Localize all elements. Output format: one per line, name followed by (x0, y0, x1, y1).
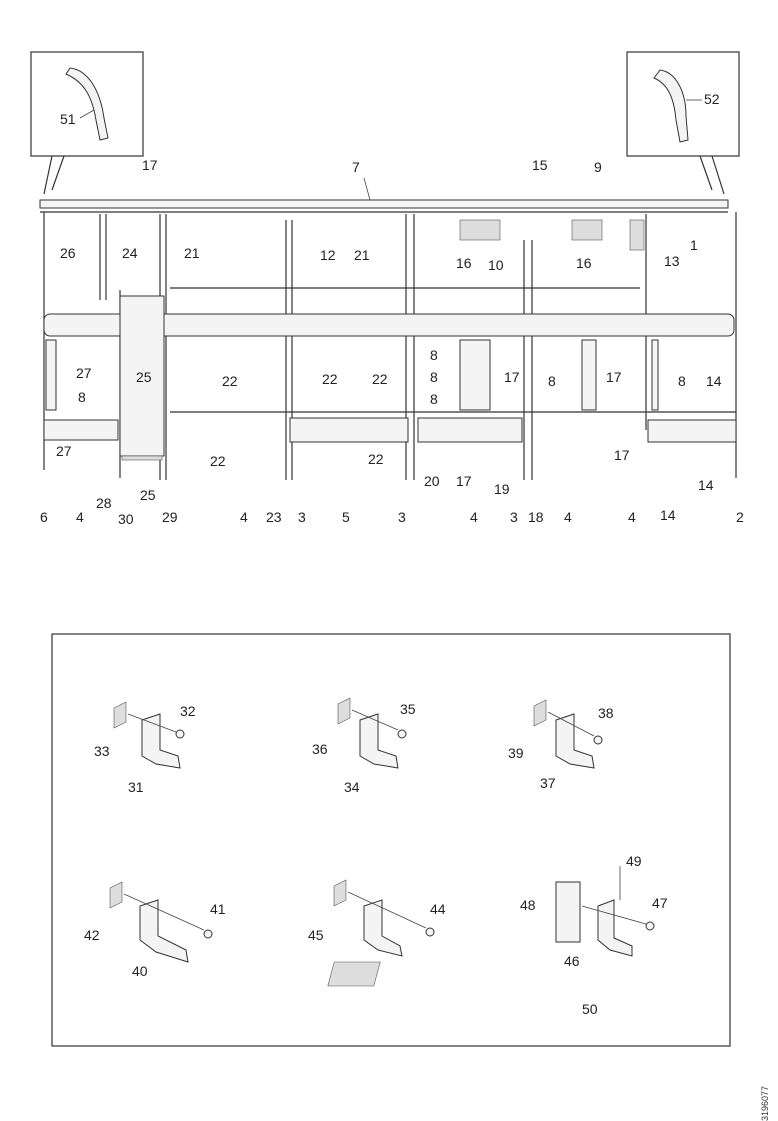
label-49: 49 (626, 853, 642, 869)
inset-box-right: 52 (626, 51, 740, 195)
label-51: 51 (60, 111, 76, 127)
label-11: 17 (142, 157, 158, 173)
label-40: 40 (132, 963, 148, 979)
bracket-kit: 33 32 31 (94, 701, 196, 795)
label-29: 29 (162, 509, 178, 525)
label-33: 33 (94, 743, 110, 759)
bracket-kit: 42 41 40 (84, 881, 226, 979)
corner-trim-part (653, 69, 689, 143)
label-16b: 16 (576, 255, 592, 271)
label-2: 2 (736, 509, 744, 525)
label-9: 9 (594, 159, 602, 175)
label-25: 25 (136, 369, 152, 385)
label-6: 6 (40, 509, 48, 525)
label-16: 16 (456, 255, 472, 271)
bracket-kit: 48 49 47 46 50 (327, 853, 668, 1017)
label-14: 14 (706, 373, 722, 389)
label-8e: 8 (678, 373, 686, 389)
label-19: 19 (494, 481, 510, 497)
label-38: 38 (598, 705, 614, 721)
label-7: 7 (352, 159, 360, 175)
label-17: 17 (504, 369, 520, 385)
label-14b: 14 (660, 507, 676, 523)
label-20: 20 (424, 473, 440, 489)
label-27: 27 (76, 365, 92, 381)
label-8d: 8 (548, 373, 556, 389)
label-46: 46 (564, 953, 580, 969)
label-42: 42 (84, 927, 100, 943)
label-5: 5 (342, 509, 350, 525)
label-8b: 8 (430, 369, 438, 385)
label-35: 35 (400, 701, 416, 717)
label-12: 12 (320, 247, 336, 263)
bracket-kit: 45 44 43 (308, 879, 446, 975)
main-callout-labels: 17 15 9 1 26 24 21 12 21 16 10 16 13 27 … (40, 157, 744, 527)
label-4b: 4 (240, 509, 248, 525)
label-22e: 22 (368, 451, 384, 467)
label-24: 24 (122, 245, 138, 261)
hardware-kits-panel: 33 32 31 36 35 34 39 38 37 (51, 633, 731, 1047)
label-15: 15 (532, 157, 548, 173)
bracket-kit: 39 38 37 (508, 699, 614, 791)
label-1: 1 (690, 237, 698, 253)
figure-reference-number: 3196077 (760, 1086, 770, 1121)
label-14c: 14 (698, 477, 714, 493)
label-22b: 22 (322, 371, 338, 387)
label-13: 13 (664, 253, 680, 269)
label-30: 30 (118, 511, 134, 527)
label-17b: 17 (606, 369, 622, 385)
label-27b: 27 (56, 443, 72, 459)
label-39: 39 (508, 745, 524, 761)
label-8: 8 (430, 347, 438, 363)
label-34: 34 (344, 779, 360, 795)
corner-trim-part (65, 67, 109, 141)
label-4: 4 (76, 509, 84, 525)
label-26: 26 (60, 245, 76, 261)
label-52: 52 (704, 91, 720, 107)
label-10: 10 (488, 257, 504, 273)
label-36: 36 (312, 741, 328, 757)
label-8f: 8 (78, 389, 86, 405)
label-23: 23 (266, 509, 282, 525)
label-3b: 3 (398, 509, 406, 525)
label-4c: 4 (470, 509, 478, 525)
inset-box-left: 51 (30, 51, 144, 195)
label-44: 44 (430, 901, 446, 917)
label-22: 22 (222, 373, 238, 389)
label-3c: 3 (510, 509, 518, 525)
label-28: 28 (96, 495, 112, 511)
label-41: 41 (210, 901, 226, 917)
label-47: 47 (652, 895, 668, 911)
label-17c: 17 (456, 473, 472, 489)
label-3: 3 (298, 509, 306, 525)
label-45: 45 (308, 927, 324, 943)
bracket-kit: 36 35 34 (312, 697, 416, 795)
label-25b: 25 (140, 487, 156, 503)
label-22c: 22 (372, 371, 388, 387)
label-37: 37 (540, 775, 556, 791)
label-22d: 22 (210, 453, 226, 469)
label-21: 21 (184, 245, 200, 261)
main-frame-assembly: 7 (39, 159, 737, 480)
label-8c: 8 (430, 391, 438, 407)
label-18: 18 (528, 509, 544, 525)
label-21b: 21 (354, 247, 370, 263)
label-17d: 17 (614, 447, 630, 463)
label-32: 32 (180, 703, 196, 719)
label-3d: 4 (628, 509, 636, 525)
label-4d: 4 (564, 509, 572, 525)
label-50: 50 (582, 1001, 598, 1017)
label-31: 31 (128, 779, 144, 795)
label-48: 48 (520, 897, 536, 913)
